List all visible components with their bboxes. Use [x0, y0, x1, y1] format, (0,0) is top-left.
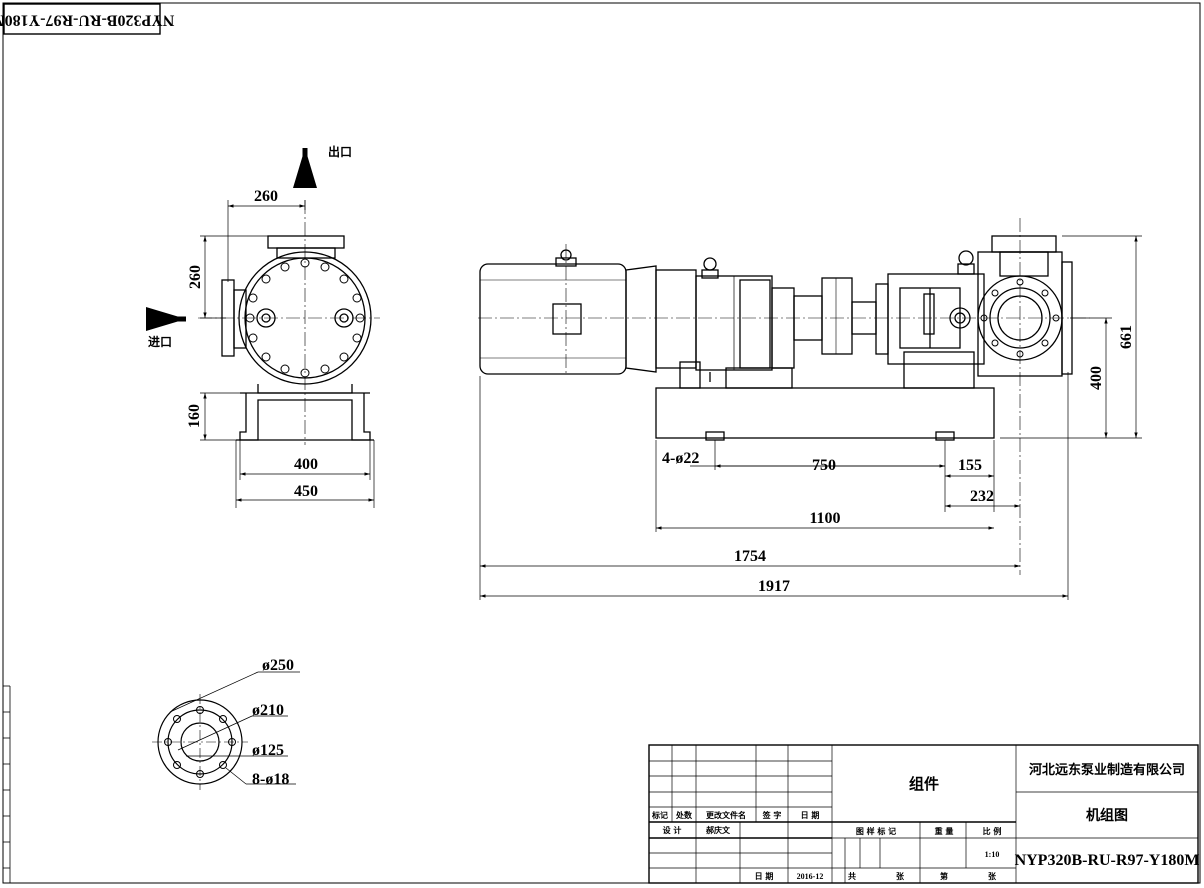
- tb-header-count: 处数: [675, 810, 693, 820]
- dim-1754: 1754: [734, 548, 766, 565]
- tb-header-mark: 标记: [651, 810, 668, 820]
- tb-sheet: 张: [896, 872, 905, 881]
- dim-bolt-span: 750: [812, 457, 836, 474]
- flange-d250: ø250: [262, 657, 294, 674]
- dim-400-vertical: 400: [1088, 366, 1105, 390]
- dim-661: 661: [1118, 325, 1135, 349]
- dim-155: 155: [958, 457, 982, 474]
- front-dims: [479, 235, 1142, 600]
- margin-ticks: [3, 685, 11, 883]
- tb-weight-label: 重 量: [935, 826, 954, 836]
- label-outlet: 出口: [328, 144, 352, 159]
- tb-header-file: 更改文件名: [706, 810, 746, 820]
- dim-1100: 1100: [809, 510, 840, 527]
- flange-detail: [157, 671, 300, 785]
- flange-d125: ø125: [252, 742, 284, 759]
- dim-bolts: 4-ø22: [662, 450, 699, 467]
- front-centerlines: [478, 218, 1090, 575]
- dim-232: 232: [970, 488, 994, 505]
- dim-1917: 1917: [758, 578, 790, 595]
- tb-stage-mark: 图 样 标 记: [856, 826, 896, 836]
- tb-design-label: 设 计: [663, 825, 682, 835]
- flange-d210: ø210: [252, 702, 284, 719]
- tb-scale: 1:10: [985, 850, 1000, 859]
- front-view: [479, 235, 1073, 441]
- tb-drawing-title: 机组图: [1086, 807, 1128, 824]
- tb-sheet2: 张: [988, 872, 997, 881]
- drawing-code-rotated: NYP320B-RU-R97-Y180M: [0, 11, 174, 28]
- flange-holes: 8-ø18: [252, 771, 289, 788]
- tb-drawing-number: NYP320B-RU-R97-Y180M: [1015, 852, 1200, 869]
- flange-centerlines: [152, 694, 248, 790]
- dim-side-width: 260: [254, 188, 278, 205]
- dim-base-inner: 400: [294, 456, 318, 473]
- tb-header-date: 日 期: [801, 810, 820, 820]
- tb-part-name: 组件: [909, 775, 939, 793]
- dim-base-outer: 450: [294, 483, 318, 500]
- side-centerlines: [198, 200, 380, 445]
- tb-date-label: 日 期: [755, 871, 774, 881]
- tb-header-sign: 签 字: [762, 810, 782, 820]
- tb-company: 河北远东泵业制造有限公司: [1029, 762, 1185, 778]
- tb-designer: 郝庆文: [706, 825, 731, 835]
- tb-scale-label: 比 例: [983, 826, 1002, 836]
- tb-date: 2016-12: [797, 872, 824, 881]
- side-dims: [200, 200, 375, 508]
- tb-total: 共: [848, 871, 856, 881]
- dim-base-height: 160: [186, 404, 203, 428]
- tb-no: 第: [940, 871, 948, 881]
- label-inlet: 进口: [148, 334, 172, 349]
- drawing-code-box: NYP320B-RU-R97-Y180M: [0, 3, 174, 35]
- title-block: [648, 744, 1199, 884]
- dim-side-height: 260: [187, 265, 204, 289]
